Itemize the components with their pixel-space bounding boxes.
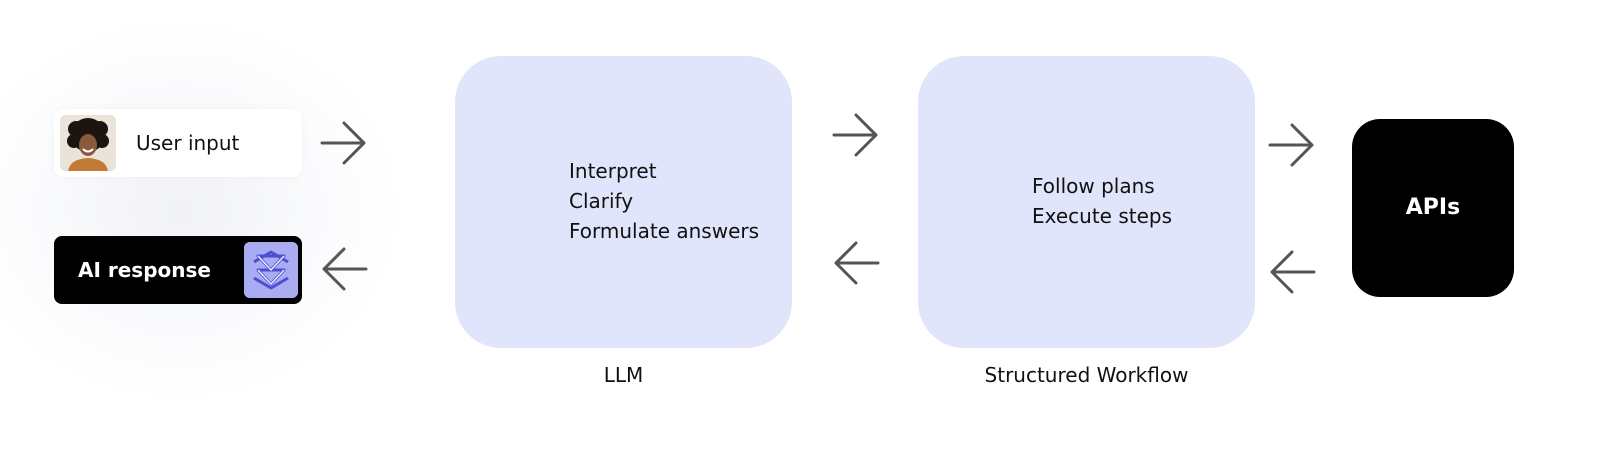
ai-response-label: AI response: [78, 258, 211, 282]
llm-step: Clarify: [569, 189, 634, 213]
ai-logo-icon: [244, 242, 298, 298]
arrow-left-icon: [834, 241, 880, 285]
llm-step: Formulate answers: [569, 219, 760, 243]
llm-steps: Interpret Clarify Formulate answers: [569, 156, 759, 246]
workflow-step: Execute steps: [1032, 204, 1173, 228]
apis-box: APIs: [1352, 119, 1514, 297]
llm-caption: LLM: [603, 363, 644, 387]
user-input-label: User input: [136, 131, 240, 155]
user-avatar: [60, 115, 116, 171]
input-area-glow: [0, 20, 400, 400]
ai-response-card: AI response: [54, 236, 302, 304]
llm-box: Interpret Clarify Formulate answers: [455, 56, 792, 348]
workflow-step: Follow plans: [1032, 174, 1155, 198]
arrow-right-icon: [1268, 123, 1314, 167]
arrow-right-icon: [832, 113, 878, 157]
arrow-right-icon: [320, 121, 366, 165]
user-input-card: User input: [54, 109, 302, 177]
arrow-left-icon: [1270, 250, 1316, 294]
workflow-box: Follow plans Execute steps: [918, 56, 1255, 348]
llm-step: Interpret: [569, 159, 657, 183]
workflow-steps: Follow plans Execute steps: [1032, 171, 1172, 231]
workflow-caption: Structured Workflow: [984, 363, 1189, 387]
apis-label: APIs: [1405, 195, 1461, 220]
arrow-left-icon: [322, 247, 368, 291]
